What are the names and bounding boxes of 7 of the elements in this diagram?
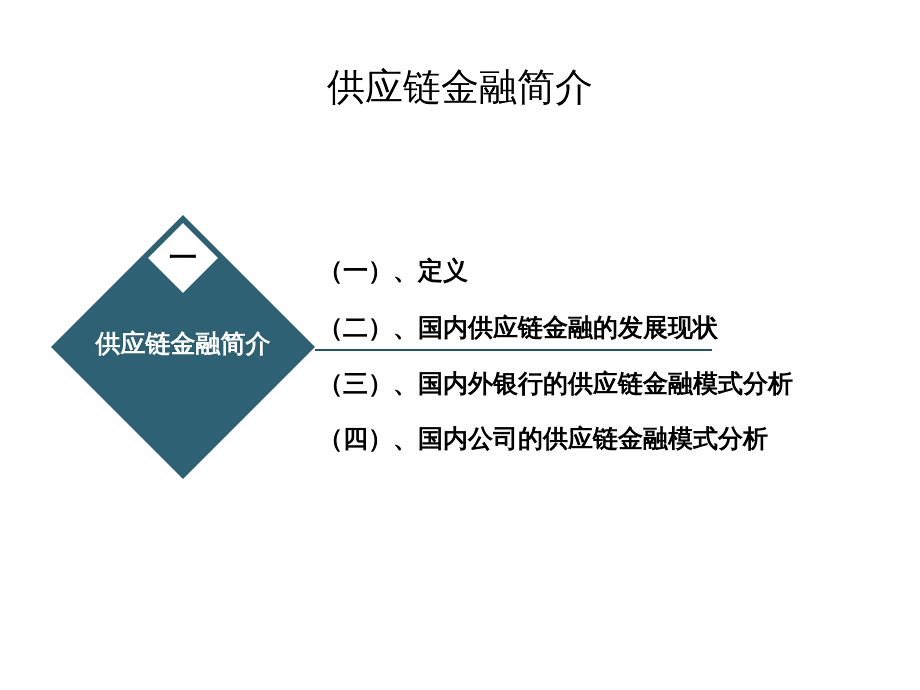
section-title: 供应链金融简介 [96, 329, 270, 358]
agenda-item: （四）、国内公司的供应链金融模式分析 [318, 423, 768, 455]
agenda-item: （二）、国内供应链金融的发展现状 [318, 312, 718, 344]
agenda-item: （一）、定义 [318, 255, 468, 287]
agenda-item: （三）、国内外银行的供应链金融模式分析 [318, 368, 793, 400]
title: 供应链金融简介 [326, 64, 594, 111]
section-number: 一 [169, 241, 197, 274]
